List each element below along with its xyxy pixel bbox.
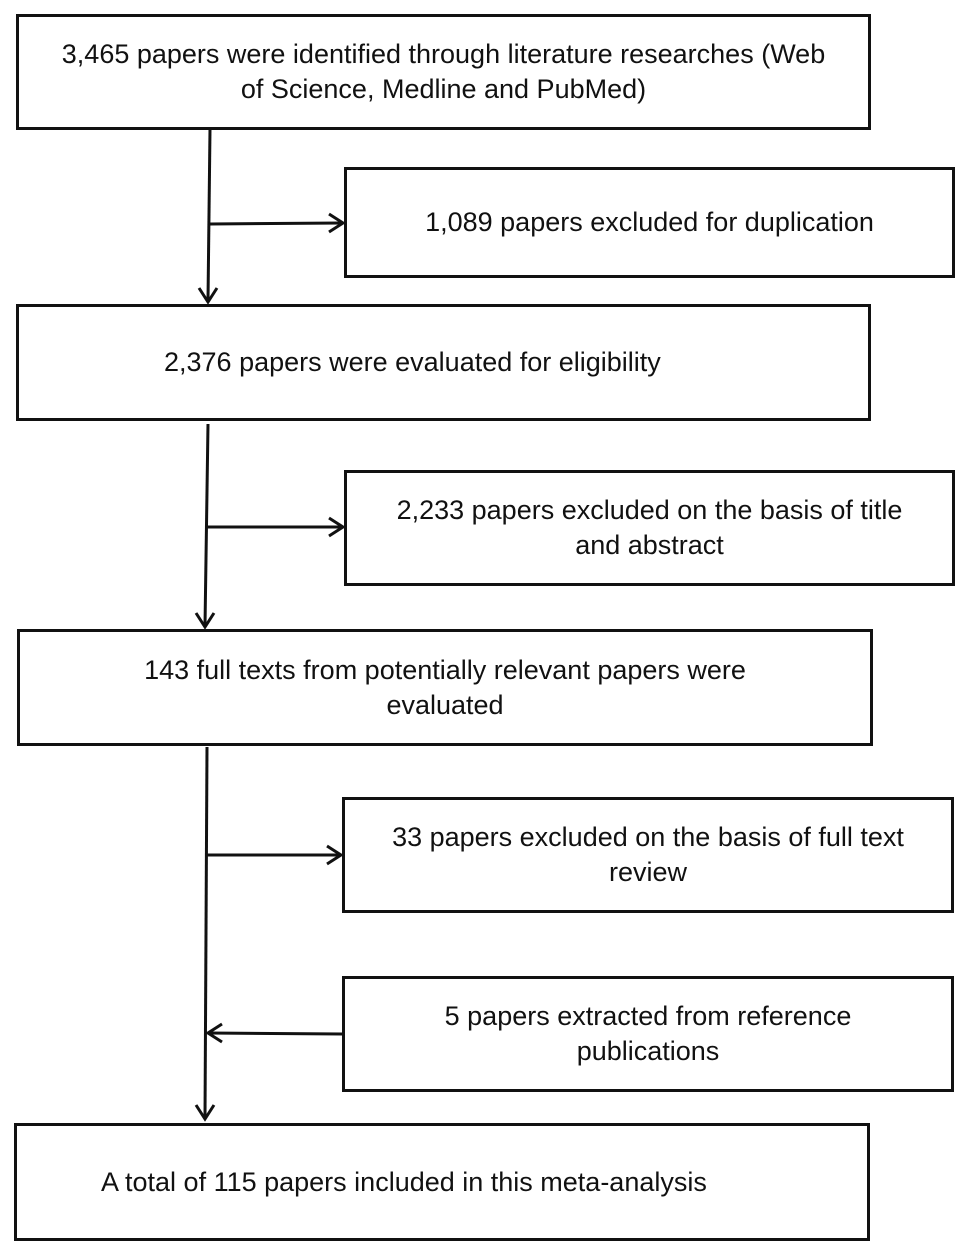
arrow-eligibility-to-fulltext [203, 423, 210, 627]
arrowhead-right-3 [326, 844, 344, 866]
arrow-from-reference-publications [207, 1031, 343, 1036]
arrowhead-left-1 [205, 1022, 223, 1044]
box-full-texts-evaluated-text: 143 full texts from potentially relevant… [144, 654, 746, 720]
arrowhead-down-3 [194, 1104, 216, 1122]
box-extracted-reference: 5 papers extracted from reference public… [342, 976, 954, 1092]
arrowhead-right-1 [328, 212, 346, 234]
arrow-fulltext-to-total [203, 746, 209, 1119]
box-total-included: A total of 115 papers included in this m… [14, 1123, 870, 1241]
box-evaluated-eligibility-text: 2,376 papers were evaluated for eligibil… [164, 347, 661, 377]
box-excluded-duplication: 1,089 papers excluded for duplication [344, 167, 955, 278]
box-excluded-full-text-text: 33 papers excluded on the basis of full … [392, 822, 904, 887]
arrowhead-down-1 [197, 287, 219, 305]
box-identified: 3,465 papers were identified through lit… [16, 14, 871, 130]
arrow-to-excluded-duplication [209, 221, 343, 226]
box-excluded-title-abstract: 2,233 papers excluded on the basis of ti… [344, 470, 955, 586]
box-extracted-reference-text: 5 papers extracted from reference public… [444, 1001, 852, 1066]
box-excluded-duplication-text: 1,089 papers excluded for duplication [425, 207, 874, 237]
arrowhead-right-2 [328, 516, 346, 538]
box-excluded-title-abstract-text: 2,233 papers excluded on the basis of ti… [396, 495, 903, 560]
box-excluded-full-text: 33 papers excluded on the basis of full … [342, 797, 954, 913]
arrow-identified-to-eligibility [206, 128, 212, 301]
box-evaluated-eligibility: 2,376 papers were evaluated for eligibil… [16, 304, 871, 421]
box-full-texts-evaluated: 143 full texts from potentially relevant… [17, 629, 873, 746]
box-total-included-text: A total of 115 papers included in this m… [101, 1166, 707, 1197]
box-identified-text: 3,465 papers were identified through lit… [61, 39, 826, 104]
arrowhead-down-2 [194, 612, 216, 630]
